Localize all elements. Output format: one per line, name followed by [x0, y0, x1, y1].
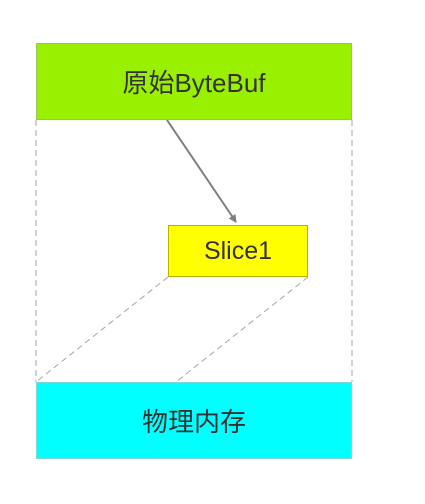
original-bytebuf-label: 原始ByteBuf [122, 68, 266, 98]
physical-memory-box: 物理内存 [36, 382, 352, 459]
slice-arrow [166, 119, 237, 223]
slice1-box: Slice1 [168, 225, 308, 277]
dashed-slice-right-projection [175, 276, 309, 383]
dashed-slice-left-projection [35, 276, 169, 383]
slice1-label: Slice1 [203, 236, 273, 265]
original-bytebuf-box: 原始ByteBuf [36, 43, 352, 120]
physical-memory-label: 物理内存 [141, 407, 246, 437]
